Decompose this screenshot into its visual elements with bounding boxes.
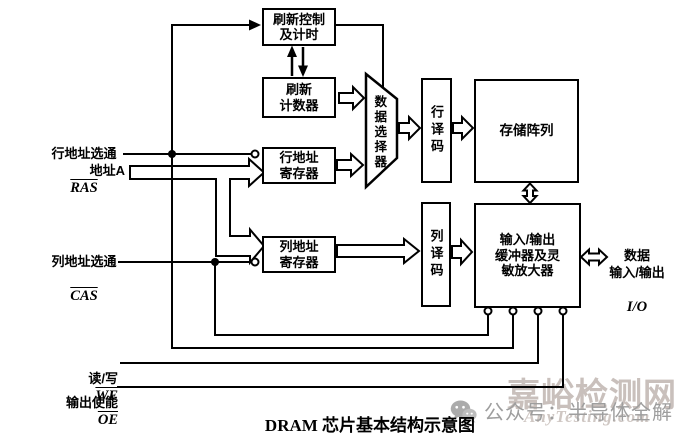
row-decoder-label: 行译码 [429, 105, 444, 156]
row-decoder-to-memory-arrow [452, 114, 475, 142]
io-cas-bubble [483, 306, 493, 316]
refresh-control-output-line [336, 24, 384, 87]
cas-name: 列地址选通 [51, 254, 117, 269]
cas-feedback-line [214, 262, 489, 336]
refresh-down-arrowhead [298, 65, 308, 77]
oe-symbol: OE [97, 412, 118, 428]
block-refresh-control: 刷新控制 及计时 [262, 8, 336, 46]
ras-input-bubble [250, 149, 260, 159]
signal-cas-label: 列地址选通 CAS [36, 236, 132, 305]
we-name: 读/写 [88, 371, 118, 386]
block-io-buffer-sense-amplifier: 输入/输出 缓冲器及灵 敏放大器 [474, 203, 581, 308]
refresh-up-arrowhead [287, 45, 297, 57]
watermark-site-url: AnyTesting.com [524, 407, 651, 426]
data-io-symbol: I/O [626, 299, 648, 315]
io-we-bubble [533, 306, 543, 316]
signal-we-label: 读/写 WE [18, 353, 118, 405]
column-decoder-label: 列译码 [428, 229, 444, 280]
wechat-account-text: 公众号：半导体全解 [484, 402, 673, 424]
block-data-selector: 数据选择器 [364, 88, 394, 176]
selector-to-row-decoder-arrow [398, 114, 422, 142]
ras-symbol: RAS [70, 180, 98, 196]
memory-io-double-arrow [521, 182, 539, 205]
address-bus-arrow [129, 156, 266, 266]
refresh-counter-to-selector-arrow [338, 84, 366, 112]
watermark-wechat-account: 公众号：半导体全解 [450, 396, 673, 425]
data-selector-label: 数据选择器 [372, 94, 387, 170]
block-row-decoder: 行译码 [421, 78, 452, 183]
data-selector-trapezoid [364, 71, 399, 190]
block-memory-array: 存储阵列 [474, 79, 579, 183]
cas-junction-dot [211, 258, 219, 266]
ras-feedback-line [171, 154, 514, 349]
row-register-to-selector-arrow [336, 151, 365, 179]
wechat-icon [450, 400, 477, 423]
ras-junction-dot [168, 150, 176, 158]
watermark-site-name: 嘉峪检测网 [507, 376, 677, 413]
signal-data-io-label: 数据 输入/输出 I/O [600, 230, 674, 316]
signal-ras-label: 行地址选通 RAS [36, 128, 132, 197]
ras-name: 行地址选通 [51, 146, 117, 161]
oe-name: 输出使能 [65, 395, 118, 410]
io-ras-bubble [508, 306, 518, 316]
cas-symbol: CAS [70, 288, 98, 304]
ras-vertical-line [171, 24, 250, 154]
we-line [120, 315, 539, 364]
block-column-address-register: 列地址 寄存器 [262, 236, 336, 273]
io-oe-bubble [558, 306, 568, 316]
diagram-caption: DRAM 芯片基本结构示意图 [264, 416, 476, 435]
data-io-double-arrow [579, 247, 609, 267]
oe-line [117, 315, 564, 388]
signal-oe-label: 输出使能 OE [8, 377, 118, 429]
col-decoder-to-io-arrow [451, 237, 474, 267]
col-register-to-col-decoder-arrow [336, 236, 421, 266]
block-column-decoder: 列译码 [421, 202, 451, 307]
data-io-name: 数据 输入/输出 [609, 248, 665, 280]
block-row-address-register: 行地址 寄存器 [262, 147, 336, 184]
we-symbol: WE [95, 388, 118, 404]
signal-address-label: 地址A [89, 163, 125, 178]
cas-input-bubble [250, 257, 260, 267]
block-refresh-counter: 刷新 计数器 [262, 77, 336, 118]
refresh-control-input-arrowhead [249, 19, 261, 31]
